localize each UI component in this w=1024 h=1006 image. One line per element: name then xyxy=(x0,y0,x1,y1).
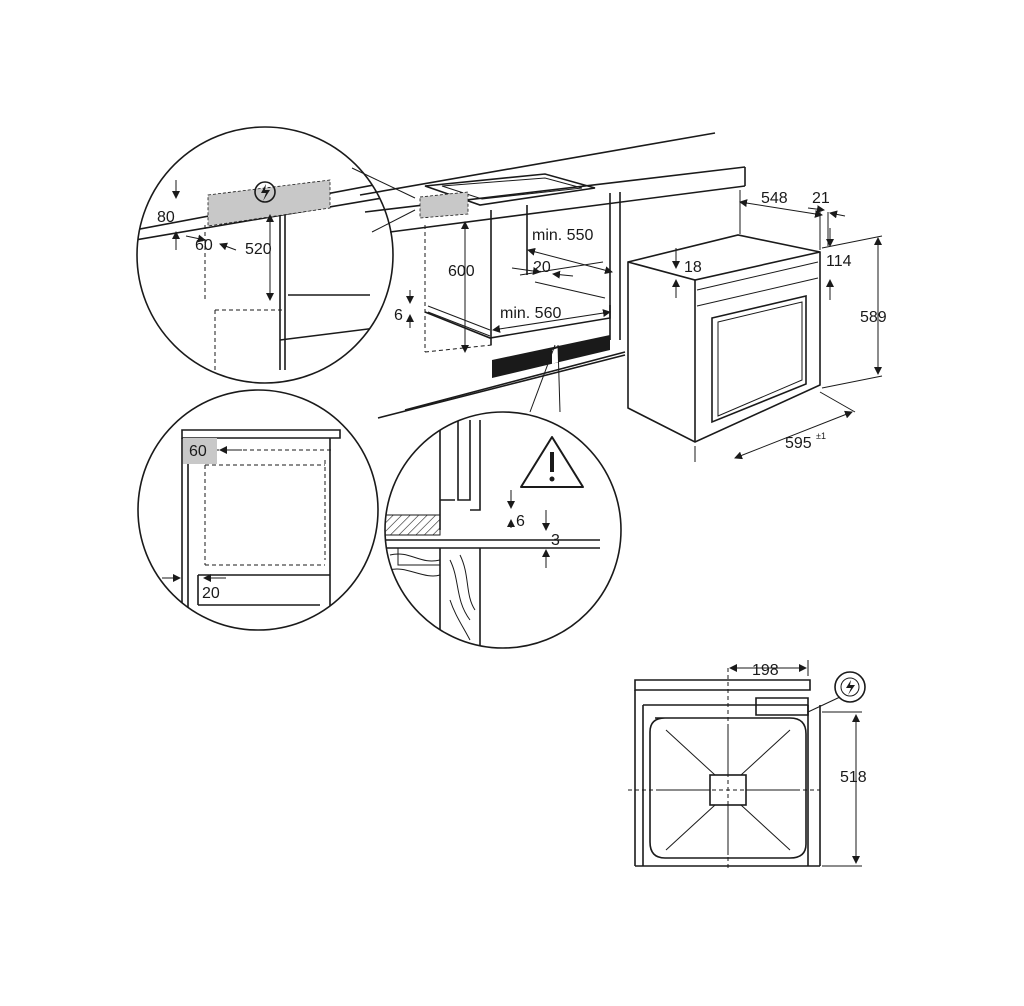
center-clearance-label: 3 xyxy=(551,532,560,549)
detail-left: 60 20 xyxy=(137,389,379,631)
electrical-zone xyxy=(419,191,469,219)
oven-dimensions: 548 21 18 114 589 595 ±1 xyxy=(672,190,887,462)
door-thickness-label: 21 xyxy=(812,190,830,207)
cabinet-dimensions: 600 min. 550 20 min. 560 6 xyxy=(394,221,613,353)
cabinet-width-label: min. 560 xyxy=(500,305,561,322)
electrical-hazard-icon xyxy=(254,181,276,203)
cabinet-height-label: 600 xyxy=(448,263,475,280)
tl-depth-label: 520 xyxy=(245,241,272,258)
top-view xyxy=(628,668,821,868)
left-top-label: 60 xyxy=(189,443,207,460)
tl-width-label: 60 xyxy=(195,237,213,254)
cabinet-depth-label: min. 550 xyxy=(532,227,593,244)
detail-center: 6 3 xyxy=(384,344,622,649)
control-panel-label: 114 xyxy=(826,253,852,270)
oven-depth-label: 548 xyxy=(761,190,788,207)
cabinet-gap-label: 20 xyxy=(533,259,551,276)
oven-width-tolerance: ±1 xyxy=(816,431,826,441)
top-view-dimensions: 198 518 xyxy=(729,660,867,867)
top-view-width-label: 198 xyxy=(752,662,779,679)
shelf-gap-label: 6 xyxy=(394,307,403,324)
center-gap-label: 6 xyxy=(516,513,525,530)
warning-triangle-icon xyxy=(520,436,584,488)
detail-top-left: 80 60 520 xyxy=(136,126,416,384)
tl-height-label: 80 xyxy=(157,209,175,226)
top-view-depth-label: 518 xyxy=(840,769,867,786)
electrical-hazard-icon xyxy=(807,671,866,713)
oven-width-label: 595 xyxy=(785,435,812,452)
panel-height-label: 18 xyxy=(684,259,702,276)
left-bottom-label: 20 xyxy=(202,585,220,602)
oven xyxy=(627,234,821,443)
oven-height-label: 589 xyxy=(860,309,887,326)
